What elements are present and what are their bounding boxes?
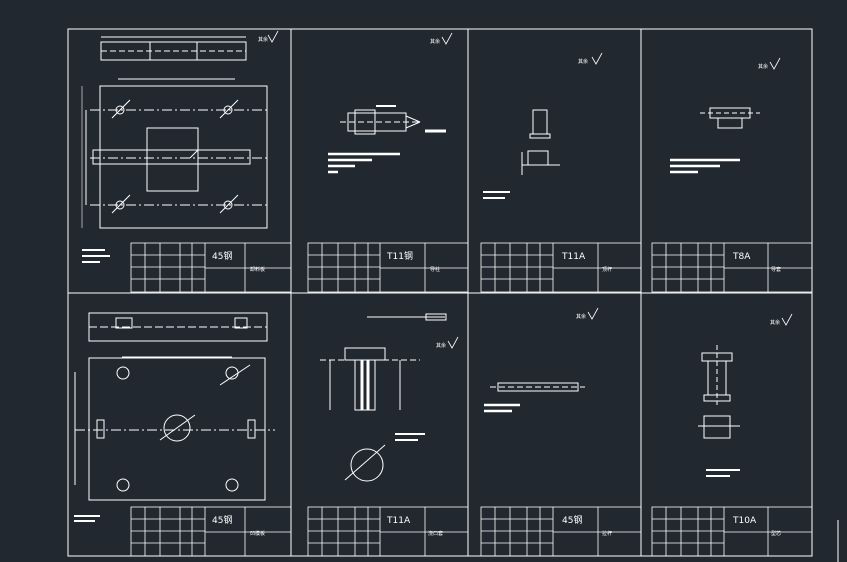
part-name-label-6: 浇口套 bbox=[428, 530, 443, 537]
material-label-7: 45钢 bbox=[562, 514, 582, 526]
roughness-icon bbox=[769, 57, 781, 70]
roughness-icon bbox=[587, 307, 599, 320]
material-label-1: 45钢 bbox=[212, 250, 232, 262]
material-label-3: T11A bbox=[561, 252, 586, 262]
part-drawing-7[interactable] bbox=[484, 382, 585, 413]
roughness-note-2: 其余 bbox=[430, 38, 440, 45]
roughness-icon bbox=[267, 30, 279, 43]
title-block-3 bbox=[480, 242, 642, 293]
title-block-8 bbox=[651, 506, 813, 557]
title-block-6 bbox=[307, 506, 469, 557]
material-label-4: T8A bbox=[732, 252, 751, 262]
part-name-label-4: 导套 bbox=[771, 266, 781, 273]
roughness-note-6: 其余 bbox=[436, 342, 446, 349]
roughness-note-8: 其余 bbox=[770, 319, 780, 326]
material-label-5: 45钢 bbox=[212, 514, 232, 526]
part-drawing-4[interactable] bbox=[670, 107, 760, 174]
part-name-label-5: 凹模板 bbox=[250, 530, 265, 537]
part-drawing-6[interactable] bbox=[320, 313, 447, 482]
material-label-8: T10A bbox=[732, 516, 757, 526]
part-name-label-1: 卸料板 bbox=[250, 266, 265, 273]
part-drawing-2[interactable] bbox=[328, 105, 446, 174]
title-block-1 bbox=[130, 242, 292, 293]
part-drawing-3[interactable] bbox=[483, 109, 560, 199]
material-label-6: T11A bbox=[386, 516, 411, 526]
part-name-label-3: 顶杆 bbox=[602, 266, 612, 273]
roughness-icon bbox=[591, 52, 603, 65]
part-drawing-8[interactable] bbox=[698, 345, 740, 477]
material-label-2: T11钢 bbox=[386, 250, 413, 262]
roughness-icon bbox=[441, 32, 453, 45]
title-block-4 bbox=[651, 242, 813, 293]
part-name-label-8: 型芯 bbox=[771, 530, 781, 537]
roughness-note-1: 其余 bbox=[258, 36, 268, 43]
title-block-2 bbox=[307, 242, 469, 293]
roughness-note-7: 其余 bbox=[576, 313, 586, 320]
title-block-5 bbox=[130, 506, 292, 557]
part-name-label-2: 导柱 bbox=[430, 266, 440, 273]
roughness-note-4: 其余 bbox=[758, 63, 768, 70]
roughness-icon bbox=[781, 313, 793, 326]
part-drawing-5[interactable] bbox=[74, 312, 275, 522]
roughness-note-3: 其余 bbox=[578, 58, 588, 65]
part-drawing-1[interactable] bbox=[81, 36, 270, 263]
part-name-label-7: 拉杆 bbox=[602, 530, 612, 537]
title-block-7 bbox=[480, 506, 642, 557]
roughness-icon bbox=[447, 336, 459, 349]
